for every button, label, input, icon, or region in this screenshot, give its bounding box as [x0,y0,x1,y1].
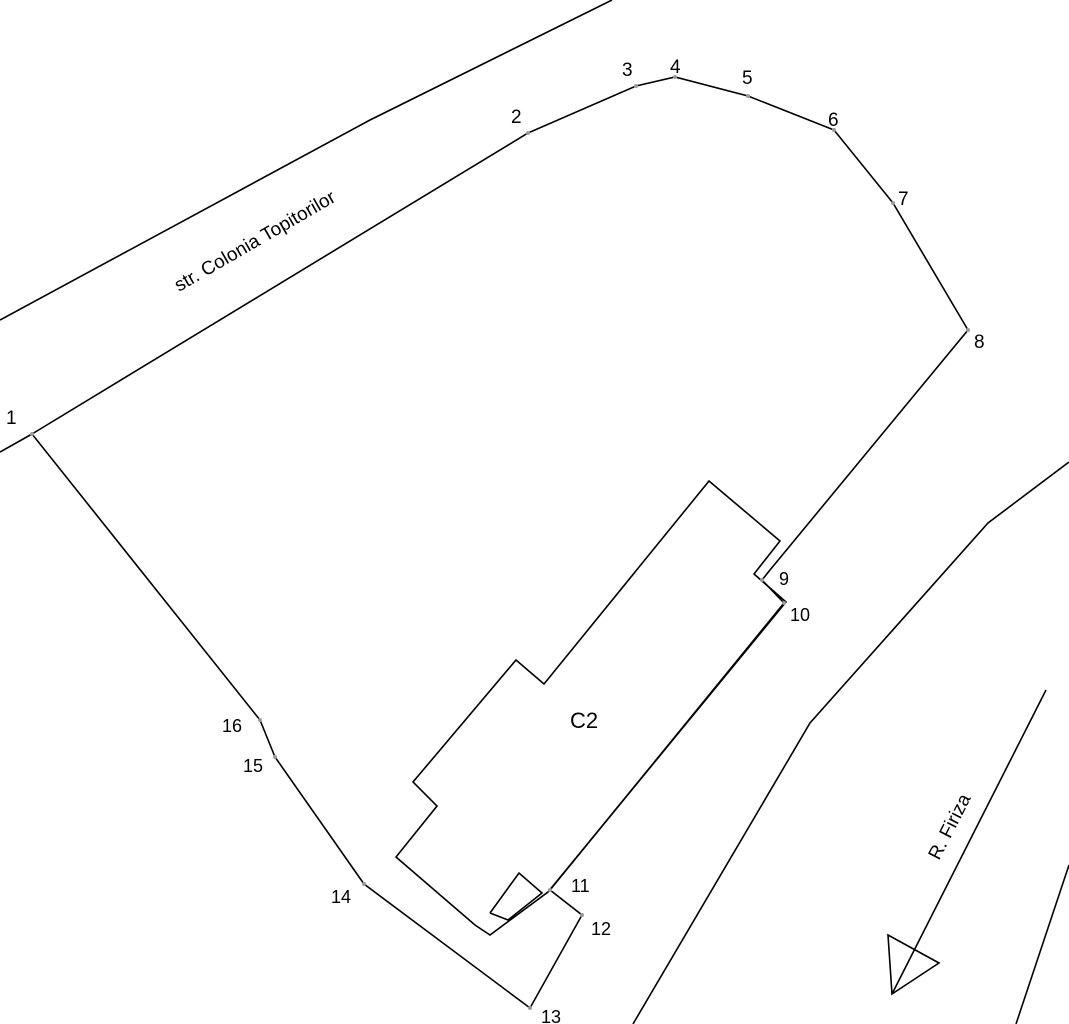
vertex-marker [634,84,638,88]
vertex-marker [891,201,895,205]
point-labels: 1 2 3 4 5 6 7 8 9 10 11 12 13 14 15 16 [6,57,985,1024]
vertex-marker [580,913,584,917]
point-label-2: 2 [511,107,522,128]
street-edges [0,0,613,453]
vertex-marker [966,328,970,332]
vertex-marker [526,131,530,135]
vertex-marker [528,1006,532,1010]
river-flow-arrow [887,689,1047,996]
river-arrow-shaft [891,689,1047,995]
parcel-boundary [30,76,969,1010]
street-edge-south [0,433,33,453]
road-edge-west [632,461,1069,1024]
point-label-7: 7 [898,189,909,210]
building-c2-outline [394,479,788,936]
vertex-marker [273,755,277,759]
vertex-markers [30,75,970,1010]
vertex-marker [832,128,836,132]
vertex-marker [673,75,677,79]
point-label-1: 1 [6,408,17,429]
point-label-10: 10 [790,605,810,625]
point-label-8: 8 [974,332,985,353]
point-label-16: 16 [222,716,242,736]
point-label-14: 14 [331,887,351,907]
point-label-4: 4 [670,57,681,78]
vertex-marker [760,578,764,582]
point-label-11: 11 [571,876,590,896]
river-arrow-head-icon [887,933,941,996]
river-name-label: R. Firiza [925,790,976,863]
street-name-label: str. Colonia Topitorilor [171,187,340,297]
vertex-marker [782,601,786,605]
point-label-9: 9 [779,569,789,589]
vertex-marker [548,888,552,892]
building-c2-annex [489,871,544,921]
point-label-13: 13 [541,1007,561,1024]
point-label-5: 5 [742,68,753,89]
road-edges [632,461,1069,1024]
point-label-12: 12 [591,919,611,939]
building-label: C2 [570,708,598,733]
vertex-marker [746,94,750,98]
street-edge-north [0,0,613,321]
point-label-15: 15 [243,756,263,776]
road-edge-east [1015,864,1069,1024]
point-label-6: 6 [828,110,839,131]
vertex-marker [362,882,366,886]
point-label-3: 3 [622,60,633,81]
vertex-marker [258,718,262,722]
vertex-marker [30,432,34,436]
